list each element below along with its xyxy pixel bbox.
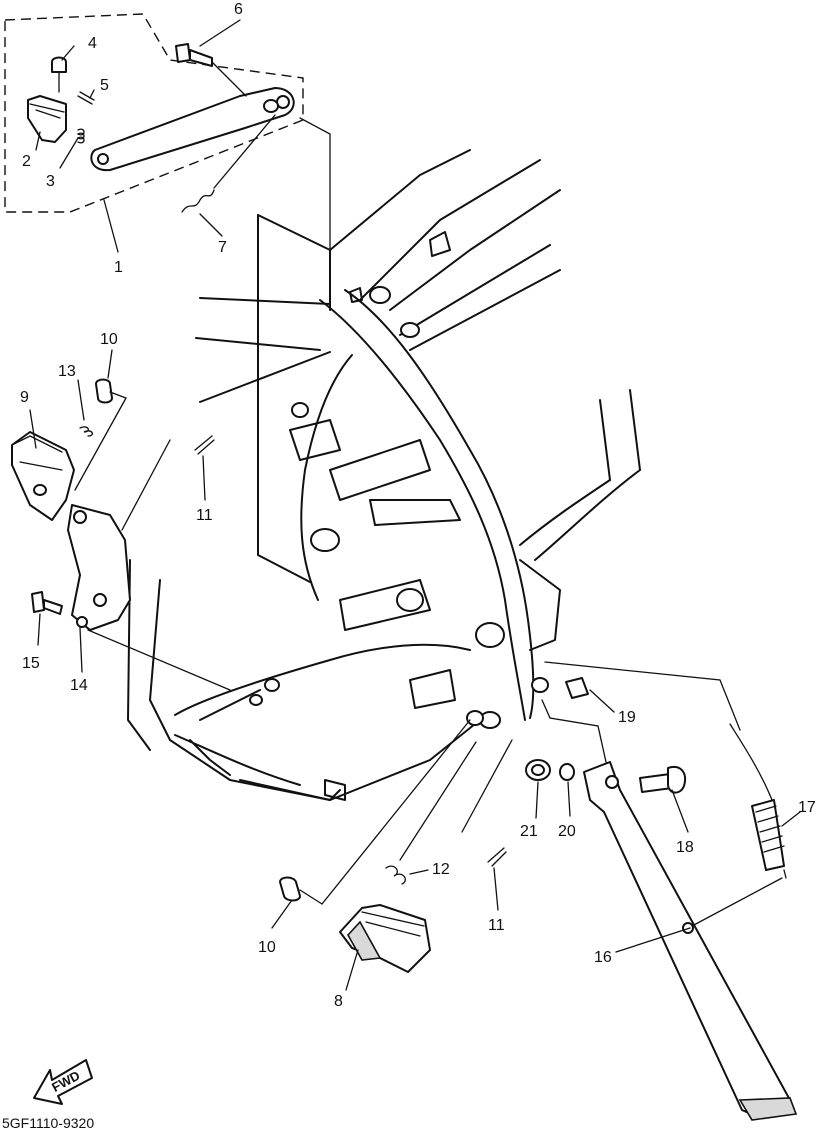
brake-pedal-assembly — [4, 13, 331, 251]
right-footrest-group — [279, 719, 513, 973]
callout-13: 13 — [58, 363, 76, 380]
left-footrest-group — [11, 378, 231, 691]
diagram-code: 5GF1110-9320 — [2, 1115, 94, 1131]
callout-1: 1 — [114, 259, 123, 276]
callout-19: 19 — [618, 709, 636, 726]
footrest-pin-upper — [95, 378, 113, 404]
callout-9: 9 — [20, 389, 29, 406]
forward-direction-arrow: FWD — [33, 1059, 93, 1105]
callout-12: 12 — [432, 861, 450, 878]
callout-21: 21 — [520, 823, 538, 840]
callout-11-lower: 11 — [488, 917, 505, 934]
sidestand-spring — [751, 799, 785, 871]
washer — [559, 763, 575, 781]
assembly-boundary — [4, 13, 304, 213]
callout-4: 4 — [88, 35, 97, 52]
callout-10-upper: 10 — [100, 331, 118, 348]
callout-labels: 1 2 3 4 5 6 7 8 9 10 10 11 11 12 13 14 1… — [20, 1, 816, 1010]
callout-5: 5 — [100, 77, 109, 94]
pivot-bolt — [175, 43, 191, 63]
bushing — [565, 677, 589, 699]
footrest-left — [11, 431, 75, 521]
callout-17: 17 — [798, 799, 816, 816]
callout-6: 6 — [234, 1, 243, 18]
callout-16: 16 — [594, 949, 612, 966]
bracket-bolt — [31, 591, 45, 613]
sidestand-group — [525, 661, 798, 1121]
callout-15: 15 — [22, 655, 40, 672]
footrest-pin-lower — [279, 876, 301, 902]
callout-14: 14 — [70, 677, 88, 694]
brake-pedal-arm — [90, 87, 295, 172]
callout-18: 18 — [676, 839, 694, 856]
callout-3: 3 — [46, 173, 55, 190]
footrest-bracket-left — [67, 504, 131, 631]
pedal-pin — [51, 56, 67, 73]
callout-leaders — [29, 19, 801, 991]
pedal-tip — [27, 95, 67, 143]
callout-7: 7 — [218, 239, 227, 256]
callout-2: 2 — [22, 153, 31, 170]
callout-20: 20 — [558, 823, 576, 840]
motorcycle-frame — [127, 149, 641, 801]
callout-11-upper: 11 — [196, 507, 213, 524]
callout-8: 8 — [334, 993, 343, 1010]
callout-10-lower: 10 — [258, 939, 276, 956]
